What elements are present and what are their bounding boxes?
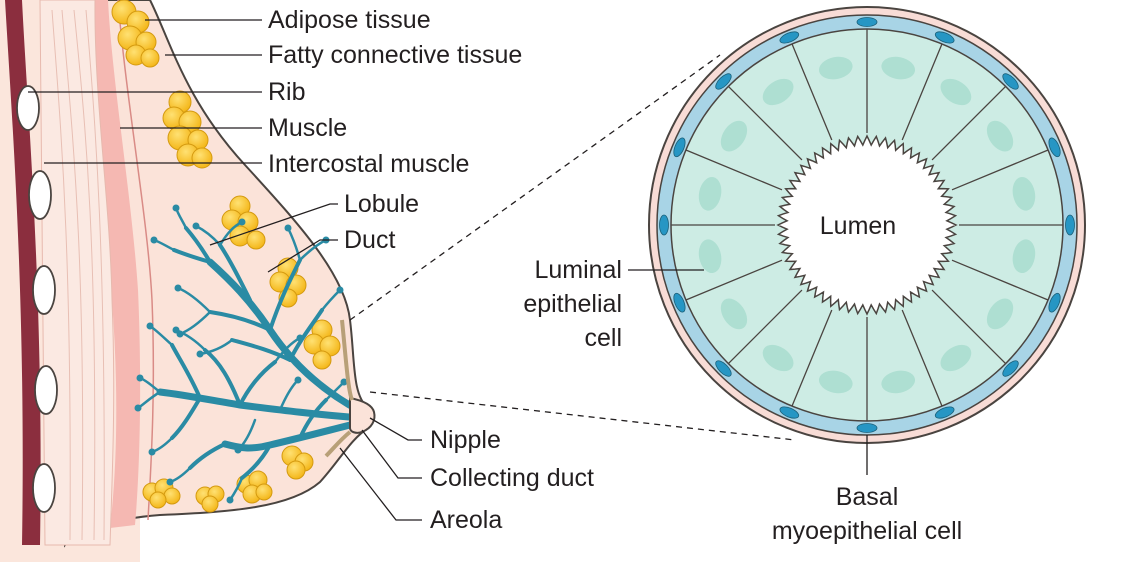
basal-cells — [659, 17, 1075, 433]
lumen — [776, 134, 958, 316]
rib — [34, 365, 58, 415]
basal-nucleus — [715, 73, 732, 90]
luminal-nucleus — [762, 78, 794, 106]
cell-boundary — [931, 85, 1007, 161]
label-adipose-tissue: Adipose tissue — [268, 6, 431, 34]
luminal-nucleus — [818, 370, 853, 394]
basal-nucleus — [1002, 73, 1019, 90]
label-luminal-line2: epithelial — [523, 290, 622, 318]
cell-boundary — [685, 259, 783, 301]
fat-cluster — [221, 195, 266, 250]
basal-nucleus — [1065, 214, 1075, 236]
label-rib: Rib — [268, 78, 306, 106]
projection-lines — [349, 54, 796, 441]
basal-nucleus — [934, 31, 955, 44]
basal-nucleus — [779, 406, 800, 419]
basal-nucleus — [673, 137, 686, 158]
basal-nucleus — [673, 292, 686, 313]
basal-nucleus — [715, 360, 732, 377]
luminal-cells — [671, 29, 1063, 421]
right-leader-lines — [628, 269, 868, 475]
label-lobule: Lobule — [344, 190, 419, 218]
luminal-nucleus — [818, 56, 853, 80]
rib — [28, 170, 52, 220]
label-basal-line1: Basal — [836, 483, 899, 511]
cell-boundary — [791, 43, 833, 141]
label-basal-line2: myoepithelial cell — [772, 517, 962, 545]
muscle-line — [117, 0, 155, 521]
rib — [16, 85, 40, 131]
acinus-cross-section — [648, 6, 1086, 444]
cell-boundary — [727, 289, 803, 365]
basal-nucleus — [1048, 292, 1061, 313]
cell-boundary — [951, 259, 1049, 301]
luminal-nucleus — [720, 120, 748, 152]
duct-tree — [134, 204, 366, 504]
cell-boundary — [901, 309, 943, 407]
rib-cage-band — [5, 0, 41, 545]
cell-boundary — [685, 149, 783, 191]
basal-nucleus — [1048, 137, 1061, 158]
luminal-nucleus — [940, 344, 972, 372]
basal-nucleus — [856, 17, 878, 27]
fat-cluster — [236, 470, 273, 504]
label-areola: Areola — [430, 506, 502, 534]
breast-cross-section — [0, 0, 376, 562]
label-fatty-connective-tissue: Fatty connective tissue — [268, 41, 522, 69]
basal-nucleus — [934, 406, 955, 419]
cell-boundary — [901, 43, 943, 141]
labels: Adipose tissue Fatty connective tissue R… — [268, 6, 962, 545]
label-nipple: Nipple — [430, 426, 501, 454]
fat-cluster — [281, 445, 314, 480]
label-lumen: Lumen — [820, 212, 896, 240]
rib — [32, 265, 56, 315]
luminal-nucleus — [698, 239, 722, 274]
luminal-nucleus — [881, 56, 916, 80]
ribs — [16, 85, 58, 513]
luminal-nucleus — [881, 370, 916, 394]
label-luminal-line3: cell — [584, 324, 622, 352]
tissue-striations — [51, 9, 105, 541]
leader-lines — [28, 19, 422, 521]
luminal-nucleus — [720, 298, 748, 330]
cell-boundary — [727, 85, 803, 161]
luminal-nucleus — [1012, 239, 1036, 274]
label-collecting-duct: Collecting duct — [430, 464, 594, 492]
nipple — [349, 396, 376, 434]
basal-nucleus — [659, 214, 669, 236]
basal-nucleus — [779, 31, 800, 44]
cell-boundary — [951, 149, 1049, 191]
label-luminal-line1: Luminal — [534, 256, 622, 284]
fat-cluster — [111, 0, 160, 68]
luminal-nucleus — [762, 344, 794, 372]
cell-boundary — [931, 289, 1007, 365]
luminal-nucleus — [986, 120, 1014, 152]
muscle-layer — [94, 0, 141, 528]
luminal-nucleus — [698, 176, 722, 211]
fat-cluster — [162, 90, 213, 169]
areola — [324, 319, 354, 458]
fat-cluster — [303, 319, 341, 370]
rib — [32, 463, 56, 513]
luminal-nucleus — [940, 78, 972, 106]
cell-boundary — [791, 309, 833, 407]
luminal-nucleus — [986, 298, 1014, 330]
basal-nucleus — [1002, 360, 1019, 377]
label-duct: Duct — [344, 226, 395, 254]
fat-cluster — [195, 485, 225, 513]
label-muscle: Muscle — [268, 114, 347, 142]
luminal-nucleus — [1012, 176, 1036, 211]
label-intercostal-muscle: Intercostal muscle — [268, 150, 469, 178]
basal-nucleus — [856, 423, 878, 433]
